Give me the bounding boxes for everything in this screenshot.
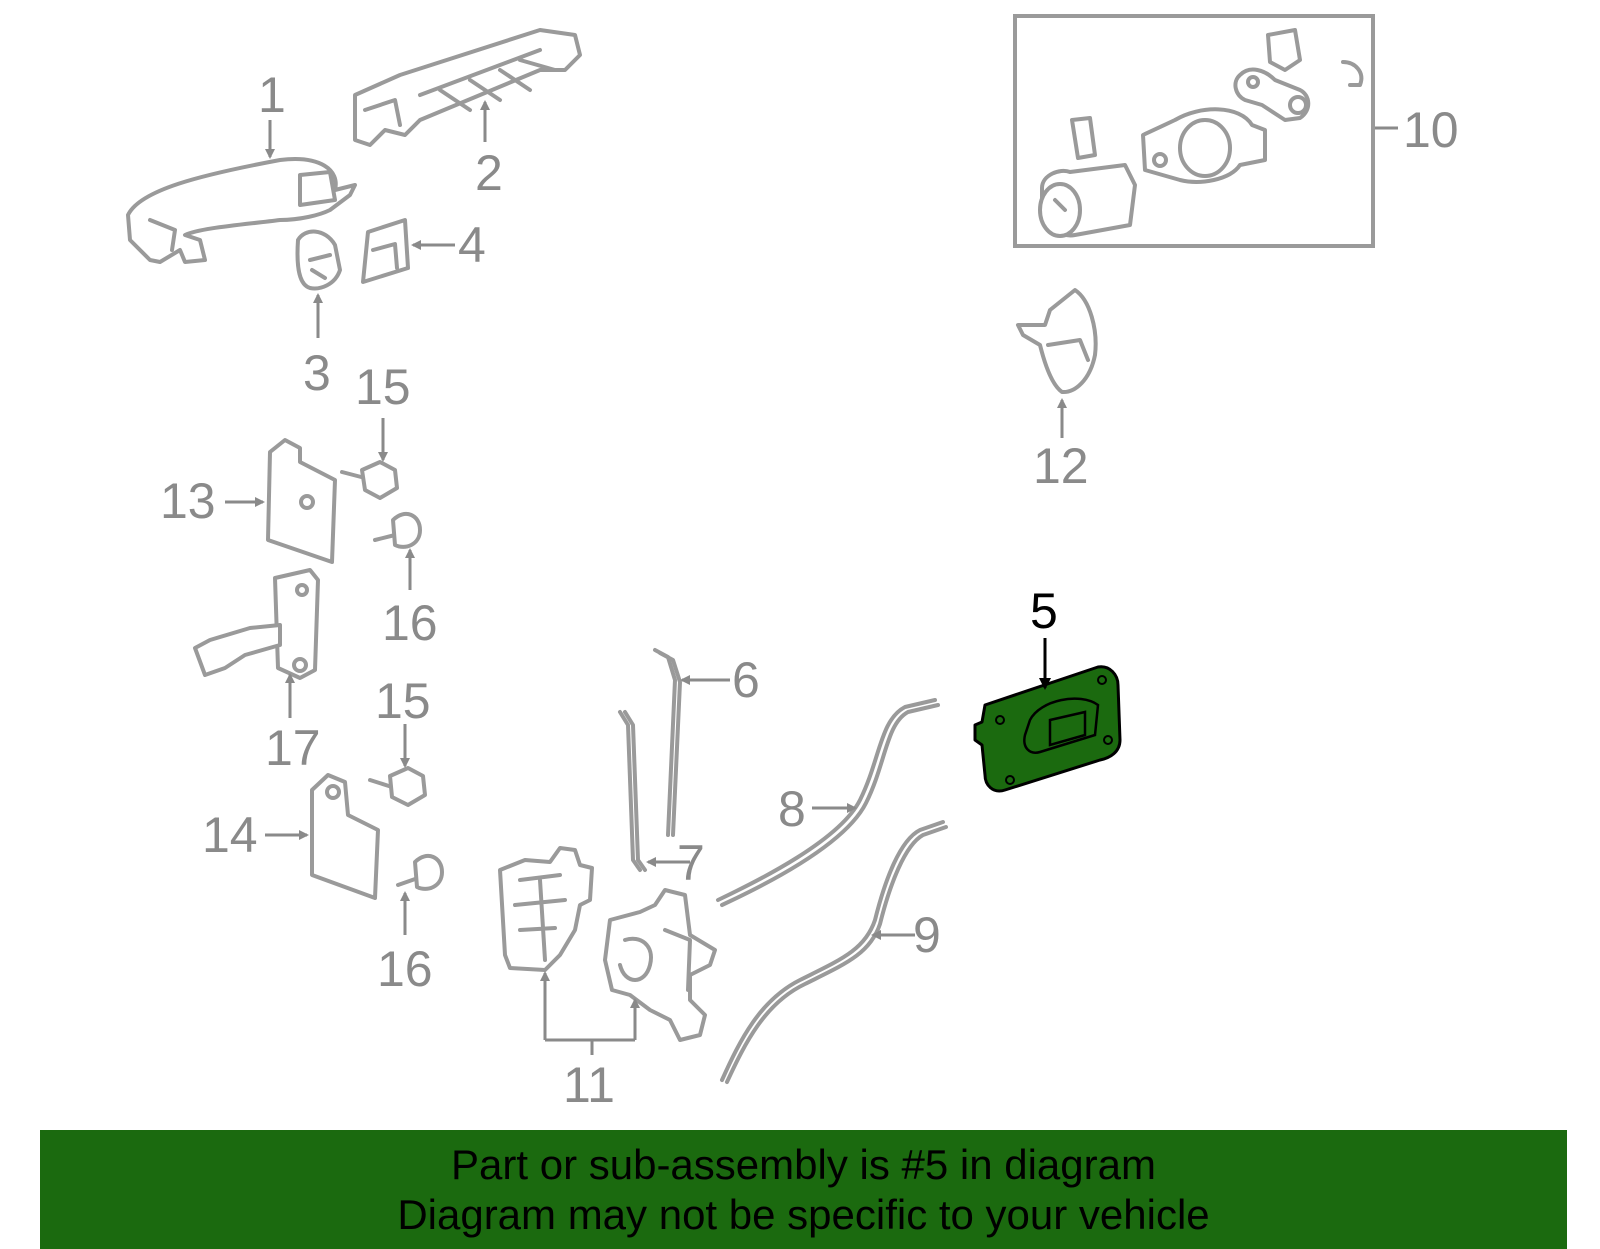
part-9-cable (720, 820, 948, 1084)
part-11-latch-assembly (498, 846, 717, 1042)
callout-7: 7 (677, 835, 705, 891)
part-6-lock-rod (653, 648, 682, 837)
part-1-outside-handle (126, 157, 357, 264)
part-3-handle-cap (295, 229, 342, 291)
callout-16-lower: 16 (377, 941, 433, 997)
callout-9: 9 (913, 907, 941, 963)
callout-2: 2 (475, 145, 503, 201)
callout-12: 12 (1033, 438, 1089, 494)
part-2-handle-frame (353, 28, 582, 147)
part-12-striker (1016, 288, 1098, 394)
callout-4: 4 (458, 217, 486, 273)
part-15-bolt-upper (340, 460, 399, 500)
callout-16-upper: 16 (382, 595, 438, 651)
callout-13: 13 (160, 473, 216, 529)
part-16-screw-lower (396, 853, 444, 891)
callout-5: 5 (1030, 583, 1058, 639)
callout-6: 6 (732, 652, 760, 708)
callout-15-upper: 15 (355, 359, 411, 415)
callout-8: 8 (778, 781, 806, 837)
part-10-lock-cylinder-kit (1013, 14, 1375, 248)
part-5-inside-handle (973, 665, 1122, 793)
part-13-bracket (266, 438, 337, 564)
part-8-cable (716, 698, 940, 907)
callout-1: 1 (258, 67, 286, 123)
part-17-check-link (193, 568, 320, 680)
banner-line-disclaimer: Diagram may not be specific to your vehi… (397, 1191, 1210, 1238)
part-4-gasket (361, 218, 410, 284)
callout-17: 17 (265, 720, 321, 776)
callout-11: 11 (563, 1057, 615, 1113)
callout-3: 3 (303, 345, 331, 401)
callout-10: 10 (1403, 102, 1459, 158)
banner-line-part-number: Part or sub-assembly is #5 in diagram (451, 1141, 1156, 1188)
callout-14: 14 (202, 807, 258, 863)
info-banner: Part or sub-assembly is #5 in diagram Di… (40, 1130, 1567, 1249)
part-15-bolt-lower (368, 766, 427, 807)
callout-15-lower: 15 (375, 673, 431, 729)
part-16-screw-upper (373, 511, 422, 549)
part-7-release-rod (618, 710, 647, 872)
part-14-bracket (310, 773, 380, 900)
